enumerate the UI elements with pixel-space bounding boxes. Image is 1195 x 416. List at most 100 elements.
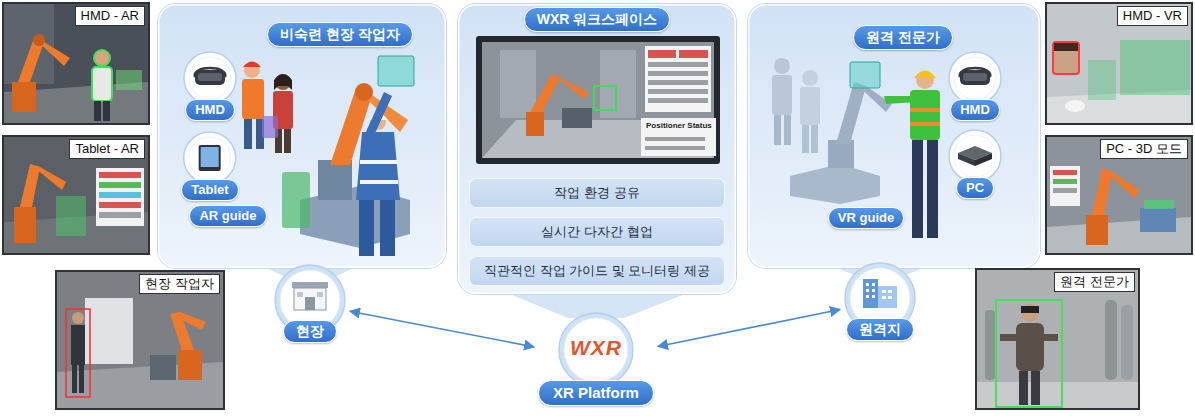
device-icon: Tablet	[180, 131, 239, 201]
hmd-ar-photo	[12, 82, 36, 112]
site-worker-photo	[150, 355, 176, 380]
remote-illustration	[910, 122, 940, 126]
icon-symbol	[958, 146, 992, 166]
site-worker-photo	[85, 298, 133, 364]
site-worker-photo	[66, 309, 90, 397]
site-illustration	[284, 129, 291, 153]
tablet-ar-photo	[99, 182, 141, 188]
workspace-screen	[482, 42, 714, 158]
tablet-ar-photo	[96, 168, 144, 226]
guide-label: AR guide	[189, 205, 266, 227]
workspace-screen	[600, 50, 636, 118]
circle-shape	[559, 313, 633, 387]
remote-illustration	[772, 58, 940, 238]
icon-symbol	[878, 286, 897, 308]
hmd-ar-photo	[116, 70, 142, 90]
remote-expert-photo	[1016, 323, 1044, 371]
guide-pill: VR guide	[828, 207, 904, 229]
workspace-screen	[648, 98, 708, 103]
remote-expert-photo	[1021, 304, 1039, 322]
site-illustration	[282, 172, 310, 228]
device-icon: HMD	[182, 51, 238, 121]
remote-expert-photo	[1042, 334, 1058, 341]
pc-3d-photo	[1053, 188, 1077, 193]
site-worker-photo	[71, 325, 85, 365]
icon-symbol	[960, 68, 991, 85]
icon-symbol	[863, 279, 878, 308]
hmd-ar-photo	[4, 4, 148, 123]
remote-illustration	[850, 62, 880, 88]
circle-shape	[954, 57, 996, 99]
workspace-screen	[500, 50, 536, 118]
workspace-screen	[645, 137, 705, 141]
tablet-ar-photo	[99, 212, 141, 218]
workspace-screen	[476, 36, 720, 164]
icon-symbol	[294, 288, 326, 310]
platform-hub: WXRXR Platform	[537, 312, 655, 406]
site-worker-photo	[57, 298, 223, 408]
icon-symbol	[960, 70, 990, 85]
remote-illustration	[802, 70, 818, 86]
photo-caption: HMD - AR	[75, 6, 146, 26]
tablet-ar-photo	[56, 196, 86, 236]
remote-expert-photo	[1121, 305, 1133, 380]
icon-symbol	[866, 295, 869, 298]
site-worker-photo	[72, 312, 84, 324]
tablet-ar-photo	[99, 192, 141, 198]
workspace-screen	[530, 74, 560, 112]
pc-3d-photo	[1102, 168, 1140, 198]
site-illustration	[380, 200, 395, 256]
hub-label: XR Platform	[538, 380, 654, 406]
icon-symbol	[963, 73, 987, 81]
panel-heading: 원격 전문가	[853, 25, 953, 50]
pc-3d-photo	[1053, 179, 1077, 184]
tablet-ar-photo	[14, 207, 36, 243]
site-worker-photo	[178, 350, 202, 380]
photo-caption: Tablet - AR	[69, 139, 145, 159]
site-illustration	[274, 74, 292, 90]
icon-symbol	[888, 290, 892, 293]
icon-symbol	[201, 147, 219, 167]
site-illustration	[243, 62, 261, 68]
photo-caption: HMD - VR	[1117, 6, 1188, 26]
icon-symbol	[199, 145, 221, 171]
connector-arrow	[350, 311, 534, 347]
hmd-ar-photo	[103, 101, 110, 121]
feature-text: 작업 환경 공유	[554, 185, 639, 201]
circle-shape	[564, 318, 628, 382]
device-label: HMD	[185, 99, 235, 121]
icon-symbol	[199, 145, 221, 171]
remote-illustration	[836, 82, 866, 144]
pc-3d-photo	[1053, 170, 1077, 175]
pc-3d-photo	[1047, 166, 1191, 253]
remote-expert-photo	[996, 300, 1062, 407]
remote-illustration	[774, 58, 790, 74]
hmd-vr-photo	[1047, 40, 1191, 123]
remote-illustration	[774, 115, 781, 145]
device-icon: PC	[947, 129, 1003, 199]
workspace-screen	[526, 112, 544, 136]
device-label: HMD	[950, 99, 1000, 121]
circle-shape	[954, 135, 996, 177]
remote-illustration	[800, 87, 820, 125]
workspace-screen	[648, 50, 676, 58]
hmd-vr-photo	[1054, 43, 1078, 51]
site-illustration	[242, 79, 264, 119]
icon-symbol	[958, 153, 975, 166]
remote-illustration	[828, 140, 854, 168]
tablet-ar-photo	[99, 172, 141, 178]
tablet-ar-photo	[20, 164, 40, 207]
remote-expert-photo	[1021, 306, 1039, 313]
site-illustration	[378, 56, 414, 86]
pc-3d-photo	[1050, 166, 1080, 206]
connector-arrow	[658, 309, 840, 346]
site-illustration	[275, 74, 291, 90]
site-illustration	[359, 200, 374, 256]
icon-symbol	[292, 282, 328, 310]
remote-illustration	[910, 108, 940, 112]
icon-symbol	[888, 296, 892, 299]
hub-label: 현장	[283, 320, 337, 343]
site-illustration	[262, 116, 278, 138]
device-label: PC	[956, 177, 994, 199]
